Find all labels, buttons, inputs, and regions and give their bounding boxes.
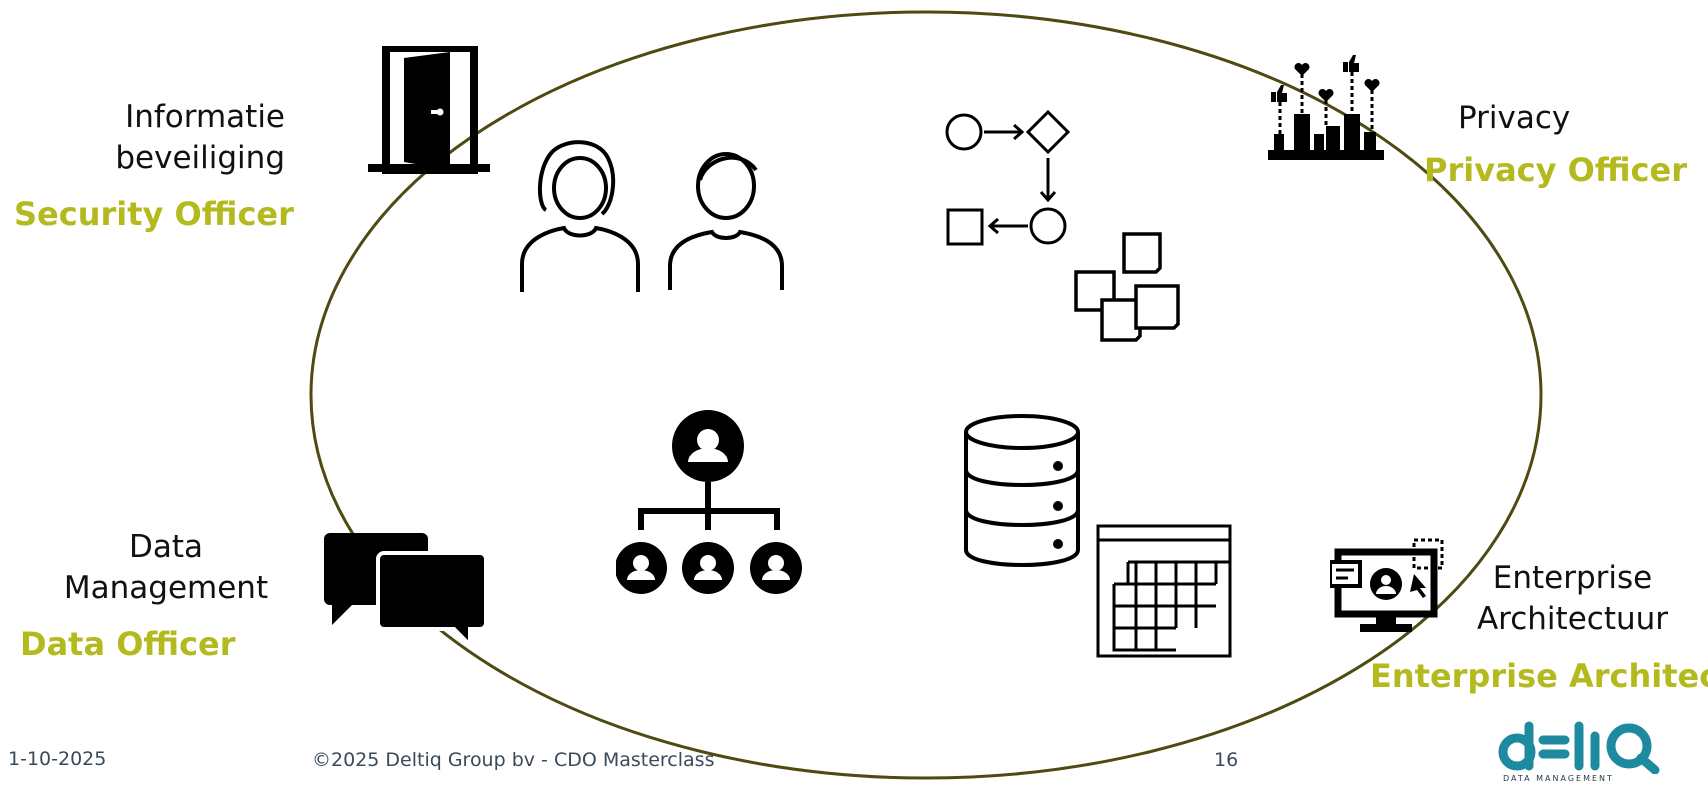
security-domain-label: Informatie beveiliging xyxy=(100,97,285,179)
likes-chart-icon xyxy=(1268,55,1384,160)
security-domain-line1: Informatie xyxy=(125,99,285,135)
security-officer-title: Security Officer xyxy=(14,195,294,233)
architecture-domain-label: Enterprise Architectuur xyxy=(1470,558,1675,640)
enterprise-architect-title: Enterprise Architect xyxy=(1370,657,1708,695)
chat-bubbles-icon xyxy=(324,533,486,645)
process-flow-icon xyxy=(945,110,1071,246)
deltiq-logo: DATA MANAGEMENT xyxy=(1495,718,1675,788)
users-icon xyxy=(520,140,784,292)
screen-user-icon xyxy=(1330,538,1444,632)
calendar-grid-icon xyxy=(1096,524,1232,658)
deltiq-logo-mark xyxy=(1498,721,1660,774)
privacy-domain-label: Privacy xyxy=(1458,100,1571,136)
data-officer-title: Data Officer xyxy=(20,625,236,663)
data-domain-label: Data Management xyxy=(60,527,272,609)
org-chart-icon xyxy=(616,410,802,594)
architecture-domain-line1: Enterprise xyxy=(1492,560,1653,596)
footer-date: 1-10-2025 xyxy=(8,748,107,770)
privacy-officer-title: Privacy Officer xyxy=(1424,151,1687,189)
sticky-notes-icon xyxy=(1074,232,1180,342)
deltiq-logo-tagline: DATA MANAGEMENT xyxy=(1503,774,1614,783)
footer-copyright: ©2025 Deltiq Group bv - CDO Masterclass xyxy=(312,749,715,771)
database-icon xyxy=(964,414,1080,567)
data-domain-line1: Data xyxy=(128,529,204,565)
data-domain-line2: Management xyxy=(63,570,269,606)
security-domain-line2: beveiliging xyxy=(115,140,285,176)
architecture-domain-line2: Architectuur xyxy=(1476,601,1669,637)
door-icon xyxy=(368,46,490,174)
page-number: 16 xyxy=(1214,749,1239,771)
